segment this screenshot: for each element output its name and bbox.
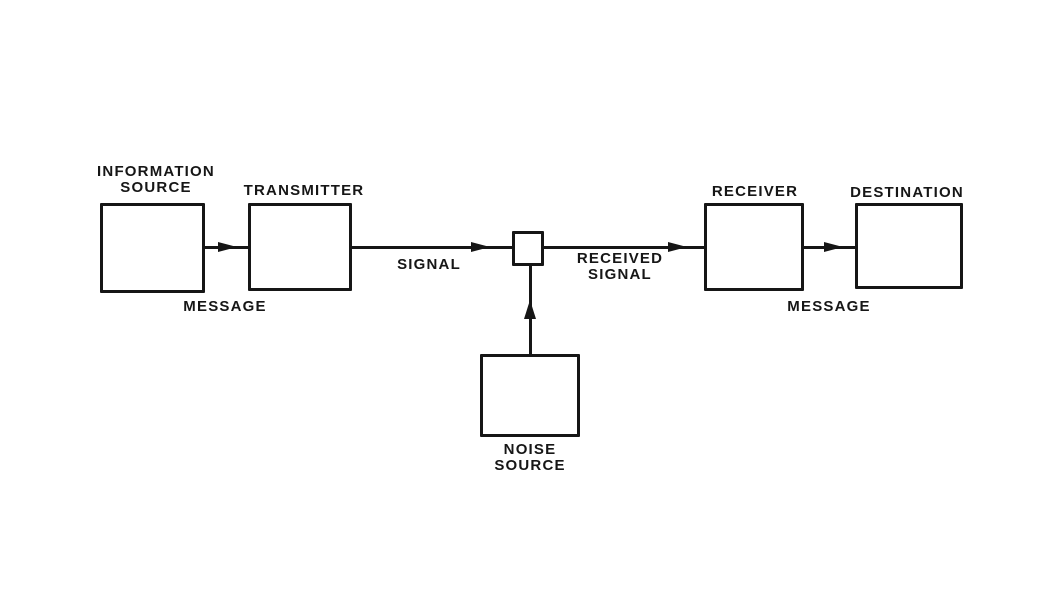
arrowhead-up-icon xyxy=(524,300,536,319)
transmitter-label: TRANSMITTER xyxy=(243,182,365,199)
line-channel-to-receiver xyxy=(542,246,706,249)
transmitter-box xyxy=(248,203,352,291)
arrowhead-right-icon xyxy=(471,242,490,252)
information-source-box xyxy=(100,203,205,293)
information-source-label: INFORMATION SOURCE xyxy=(97,163,215,196)
receiver-box xyxy=(704,203,804,291)
channel-box xyxy=(512,231,544,266)
arrowhead-right-icon xyxy=(824,242,843,252)
destination-box xyxy=(855,203,963,289)
receiver-label: RECEIVER xyxy=(711,183,799,200)
message-left-label: MESSAGE xyxy=(183,298,267,315)
message-right-label: MESSAGE xyxy=(787,298,871,315)
noise-source-box xyxy=(480,354,580,437)
line-transmitter-to-channel xyxy=(350,246,514,249)
arrowhead-right-icon xyxy=(668,242,687,252)
received-signal-label: RECEIVED SIGNAL xyxy=(576,250,664,283)
signal-label: SIGNAL xyxy=(397,256,461,273)
destination-label: DESTINATION xyxy=(850,184,964,201)
noise-source-label: NOISE SOURCE xyxy=(494,441,566,474)
arrowhead-right-icon xyxy=(218,242,237,252)
